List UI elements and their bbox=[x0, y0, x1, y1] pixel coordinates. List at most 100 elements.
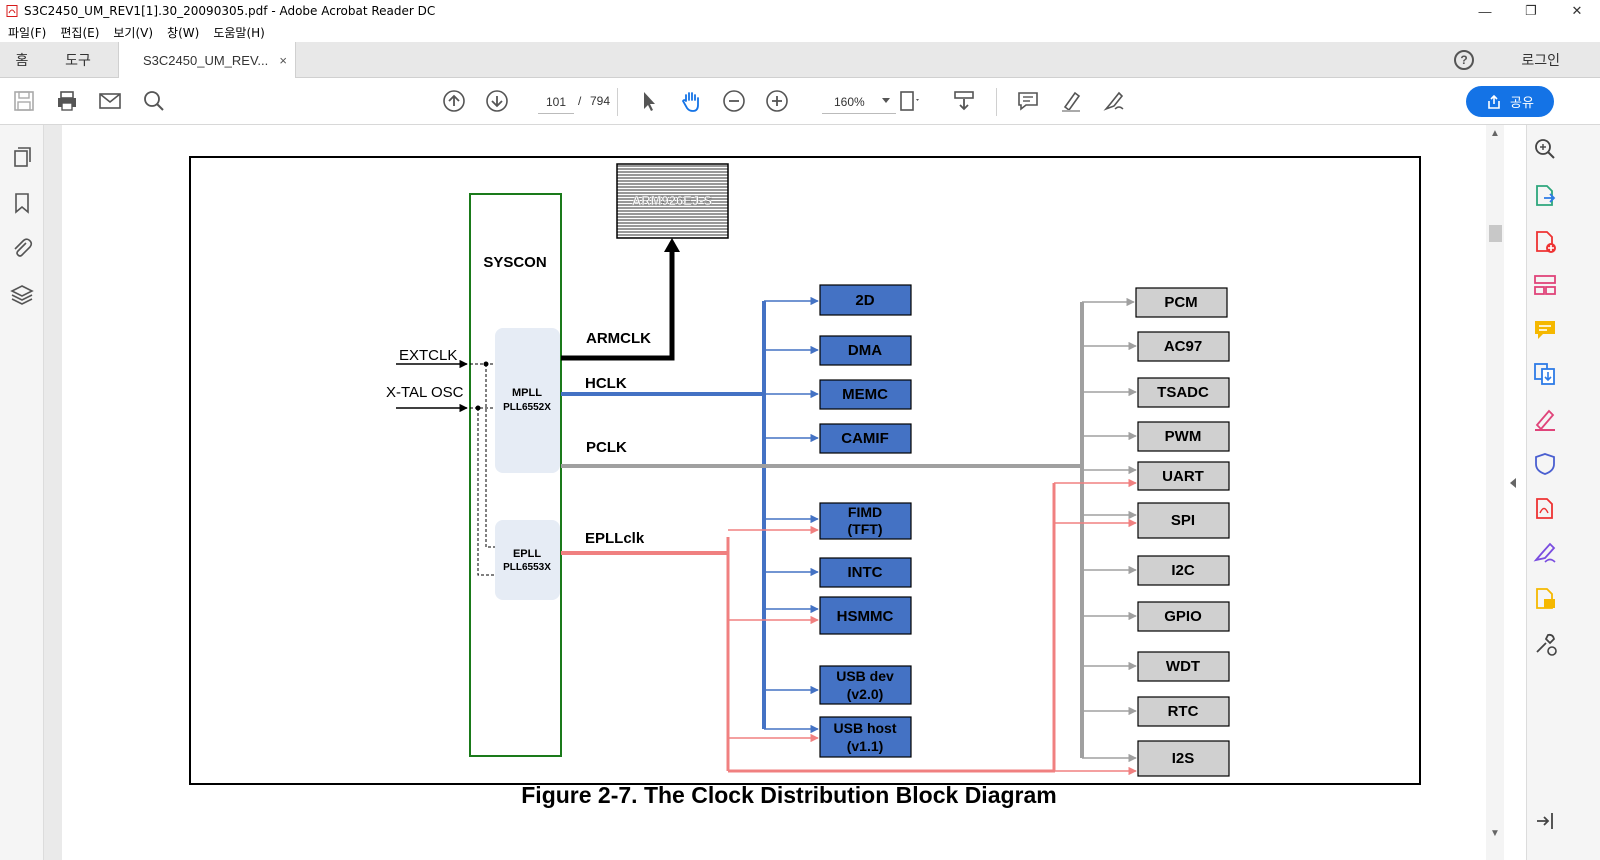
svg-text:(v1.1): (v1.1) bbox=[847, 738, 884, 754]
toolbar-divider bbox=[617, 88, 618, 116]
select-icon[interactable] bbox=[636, 88, 662, 114]
close-window-button[interactable]: ✕ bbox=[1571, 3, 1583, 18]
comment-icon[interactable] bbox=[1532, 317, 1558, 343]
scrollbar-thumb[interactable] bbox=[1489, 225, 1502, 242]
print-icon[interactable] bbox=[54, 88, 80, 114]
maximize-button[interactable]: ❐ bbox=[1525, 3, 1537, 18]
fill-sign-icon[interactable] bbox=[1532, 406, 1558, 432]
syscon-label: SYSCON bbox=[483, 254, 546, 271]
help-icon[interactable]: ? bbox=[1454, 50, 1474, 70]
acrobat-logo-icon bbox=[6, 5, 18, 17]
window-title: S3C2450_UM_REV1[1].30_20090305.pdf - Ado… bbox=[24, 4, 436, 18]
right-panel-expand-icon[interactable] bbox=[1510, 478, 1516, 488]
combine-files-icon[interactable] bbox=[1532, 361, 1558, 387]
svg-text:GPIO: GPIO bbox=[1164, 608, 1202, 625]
menu-help[interactable]: 도움말(H) bbox=[213, 25, 265, 40]
tab-tools[interactable]: 도구 bbox=[65, 53, 91, 69]
attachment-icon[interactable] bbox=[10, 236, 34, 260]
scroll-up-icon[interactable]: ▲ bbox=[1490, 128, 1500, 139]
email-icon[interactable] bbox=[97, 88, 123, 114]
menu-file[interactable]: 파일(F) bbox=[8, 25, 47, 40]
svg-text:USB dev: USB dev bbox=[836, 668, 894, 684]
mpll-part-label: PLL6552X bbox=[503, 402, 551, 413]
figure-caption: Figure 2-7. The Clock Distribution Block… bbox=[521, 782, 1057, 808]
tab-close-button[interactable]: × bbox=[279, 52, 287, 68]
zoom-in-icon[interactable] bbox=[764, 88, 790, 114]
scroll-down-icon[interactable]: ▼ bbox=[1490, 828, 1500, 839]
share-label: 공유 bbox=[1510, 96, 1534, 111]
svg-text:PCM: PCM bbox=[1164, 294, 1197, 311]
highlight-icon[interactable] bbox=[1058, 88, 1084, 114]
pdf-icon[interactable] bbox=[1532, 496, 1558, 522]
svg-text:TSADC: TSADC bbox=[1157, 384, 1209, 401]
create-pdf-icon[interactable] bbox=[1532, 229, 1558, 255]
bookmark-icon[interactable] bbox=[10, 191, 34, 215]
epll-box bbox=[495, 520, 560, 600]
svg-text:HSMMC: HSMMC bbox=[837, 608, 894, 625]
page-total: 794 bbox=[590, 94, 611, 108]
svg-text:USB host: USB host bbox=[834, 720, 897, 736]
zoom-select[interactable]: 160% bbox=[822, 90, 896, 114]
svg-text:WDT: WDT bbox=[1166, 658, 1200, 675]
protect-icon[interactable] bbox=[1532, 451, 1558, 477]
tab-home[interactable]: 홈 bbox=[15, 53, 29, 69]
search-icon[interactable] bbox=[141, 88, 167, 114]
pclk-block-pwm: PWM bbox=[1082, 421, 1230, 452]
scroll-mode-icon[interactable] bbox=[951, 88, 977, 114]
save-icon[interactable] bbox=[11, 88, 37, 114]
svg-text:INTC: INTC bbox=[848, 564, 883, 581]
send-review-icon[interactable] bbox=[1532, 586, 1558, 612]
svg-text:MEMC: MEMC bbox=[842, 386, 888, 403]
pclk-block-pcm: PCM bbox=[1082, 287, 1228, 318]
title-bar: S3C2450_UM_REV1[1].30_20090305.pdf - Ado… bbox=[0, 0, 1600, 22]
hclk-block-dma: DMA bbox=[764, 335, 912, 366]
more-tools-icon[interactable] bbox=[1532, 631, 1558, 657]
hclk-block-hsmmc: HSMMC bbox=[728, 596, 912, 635]
toolbar bbox=[0, 78, 1600, 125]
svg-text:CAMIF: CAMIF bbox=[841, 430, 889, 447]
zoom-out-icon[interactable] bbox=[721, 88, 747, 114]
menu-window[interactable]: 창(W) bbox=[167, 25, 200, 40]
svg-text:RTC: RTC bbox=[1168, 703, 1199, 720]
svg-text:2D: 2D bbox=[855, 292, 874, 309]
hclk-block-2d: 2D bbox=[764, 284, 912, 316]
tab-document[interactable]: S3C2450_UM_REV... × bbox=[118, 42, 296, 78]
input-select-lines bbox=[470, 363, 495, 576]
epll-part-label: PLL6553X bbox=[503, 562, 551, 573]
organize-pages-icon[interactable] bbox=[1532, 272, 1558, 298]
minimize-button[interactable]: — bbox=[1478, 3, 1492, 19]
pclk-block-i2c: I2C bbox=[1082, 555, 1230, 586]
vertical-scrollbar[interactable] bbox=[1486, 125, 1504, 860]
page-up-icon[interactable] bbox=[441, 88, 467, 114]
collapse-panel-icon[interactable] bbox=[1532, 808, 1558, 834]
junction-dot bbox=[475, 405, 481, 411]
pages-icon[interactable] bbox=[10, 145, 34, 169]
arm-core-label: ARM926EJ-S bbox=[632, 193, 713, 208]
fit-page-icon[interactable] bbox=[896, 88, 922, 114]
login-button[interactable]: 로그인 bbox=[1521, 53, 1560, 69]
svg-text:AC97: AC97 bbox=[1164, 338, 1202, 355]
menu-view[interactable]: 보기(V) bbox=[113, 25, 154, 40]
xtal-osc-label: X-TAL OSC bbox=[386, 384, 464, 401]
hand-icon[interactable] bbox=[678, 88, 704, 114]
comment-icon[interactable] bbox=[1015, 88, 1041, 114]
svg-text:I2C: I2C bbox=[1171, 562, 1195, 579]
arm-core-box: ARM926EJ-S bbox=[616, 163, 729, 239]
pclk-label: PCLK bbox=[586, 439, 627, 456]
sign-icon[interactable] bbox=[1101, 88, 1127, 114]
armclk-line bbox=[561, 242, 675, 361]
svg-text:FIMD: FIMD bbox=[848, 504, 882, 520]
edit-sign-icon[interactable] bbox=[1532, 540, 1558, 566]
zoom-search-icon[interactable] bbox=[1532, 136, 1558, 162]
tab-bar: 홈 도구 S3C2450_UM_REV... × bbox=[0, 42, 1600, 78]
pclk-block-uart: UART bbox=[1054, 461, 1230, 491]
layers-icon[interactable] bbox=[10, 283, 34, 307]
share-button[interactable]: 공유 bbox=[1466, 86, 1554, 117]
page-number-input[interactable]: 101 bbox=[538, 90, 574, 114]
page-down-icon[interactable] bbox=[484, 88, 510, 114]
menu-edit[interactable]: 편집(E) bbox=[60, 25, 100, 40]
extclk-label: EXTCLK bbox=[399, 347, 457, 364]
export-pdf-icon[interactable] bbox=[1532, 183, 1558, 209]
hclk-block-fimd: FIMD (TFT) bbox=[728, 502, 912, 540]
armclk-arrowhead bbox=[664, 238, 680, 252]
